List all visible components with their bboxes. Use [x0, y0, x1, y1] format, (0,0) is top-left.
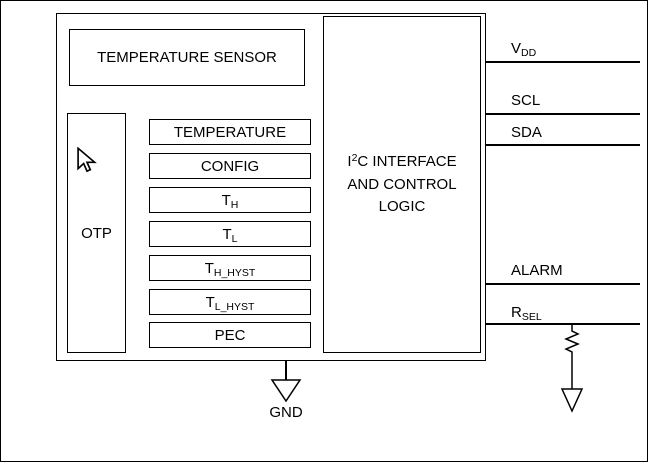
pin-label-scl: SCL — [511, 92, 541, 109]
register-temperature: TEMPERATURE — [149, 119, 311, 145]
i2c-label: I2C INTERFACE AND CONTROL LOGIC — [347, 152, 457, 215]
temperature-sensor-label: TEMPERATURE SENSOR — [97, 49, 277, 66]
pin-label-vdd: VDD — [511, 40, 537, 59]
pin-label-alarm: ALARM — [511, 262, 563, 279]
i2c-block: I2C INTERFACE AND CONTROL LOGIC — [323, 16, 481, 353]
register-label: PEC — [214, 326, 246, 344]
otp-block: OTP — [67, 113, 126, 353]
gnd-line — [285, 361, 287, 380]
register-label: TEMPERATURE — [173, 123, 287, 141]
pin-line-alarm — [486, 283, 640, 285]
ground-icon — [270, 379, 302, 403]
pin-line-vdd — [486, 61, 640, 63]
pin-line-rsel — [486, 323, 640, 325]
pin-line-scl — [486, 113, 640, 115]
otp-label: OTP — [81, 224, 112, 242]
gnd-label: GND — [269, 404, 303, 421]
mouse-cursor-icon — [77, 147, 97, 173]
register-label: CONFIG — [200, 157, 260, 175]
register-config: CONFIG — [149, 153, 311, 179]
register-label: TL_HYST — [205, 293, 255, 313]
temperature-sensor-block: TEMPERATURE SENSOR — [69, 29, 305, 86]
register-label: TL — [222, 225, 238, 245]
register-tl: TL — [149, 221, 311, 247]
resistor-symbol — [560, 323, 584, 413]
pin-label-sda: SDA — [511, 124, 542, 141]
pin-label-rsel: RSEL — [511, 304, 542, 323]
pin-line-sda — [486, 144, 640, 146]
register-label: TH_HYST — [204, 259, 256, 279]
register-th-hyst: TH_HYST — [149, 255, 311, 281]
register-pec: PEC — [149, 322, 311, 348]
register-tl-hyst: TL_HYST — [149, 289, 311, 315]
register-label: TH — [221, 191, 239, 211]
register-th: TH — [149, 187, 311, 213]
